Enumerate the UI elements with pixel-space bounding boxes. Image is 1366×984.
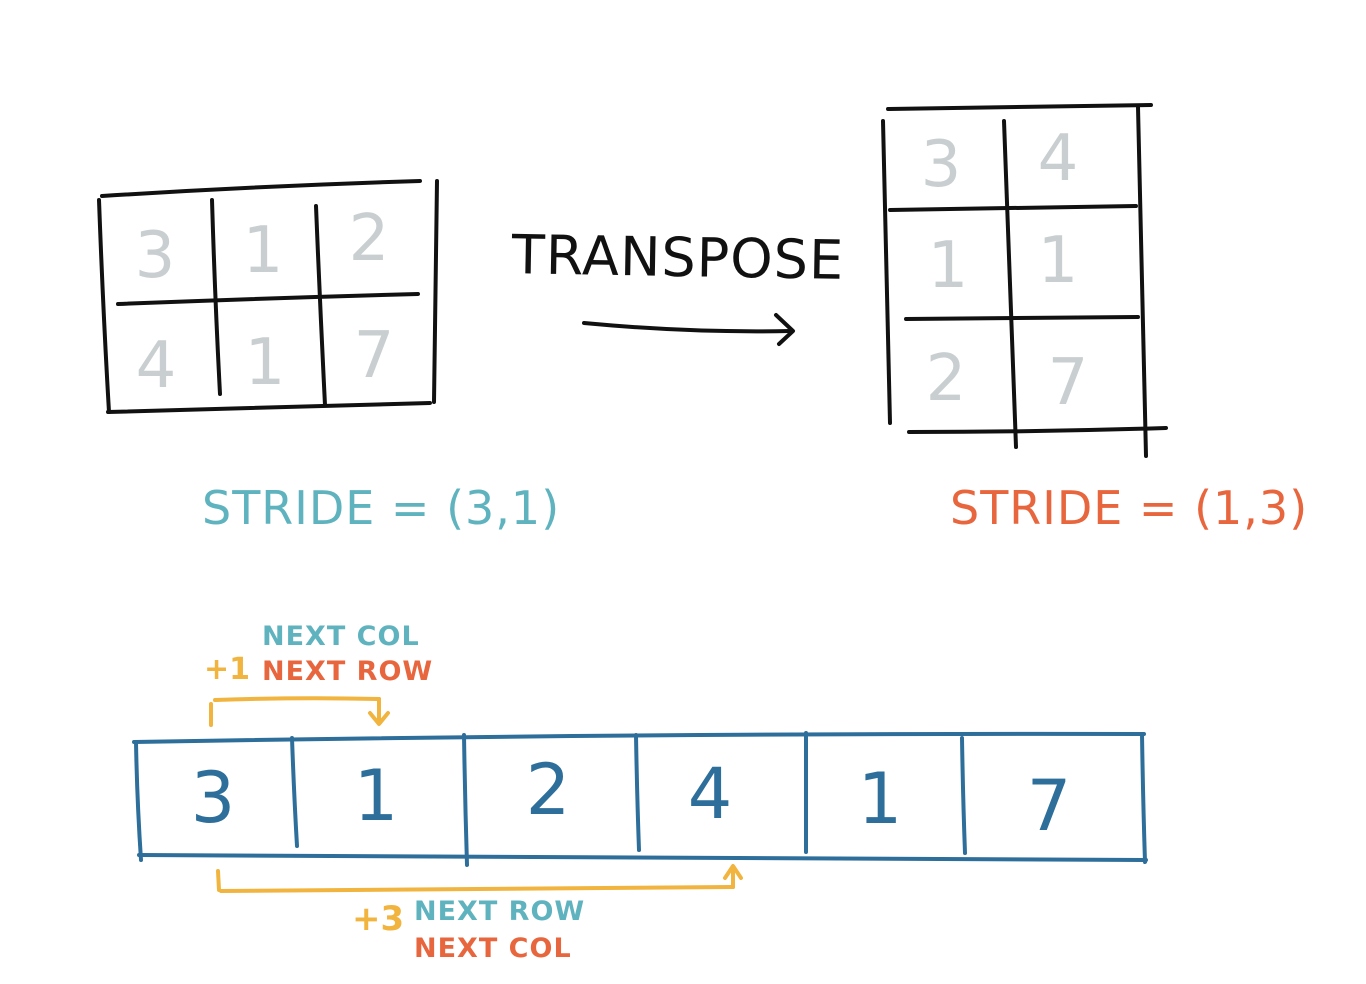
matrix-left-border-right <box>432 179 439 404</box>
bottom-offset-label: +3 <box>352 899 404 939</box>
matrix-left-border-left <box>97 198 111 414</box>
stride-label-transposed: STRIDE = (1,3) <box>950 481 1308 535</box>
transpose-arrow <box>582 313 795 346</box>
memory-cell: 4 <box>688 753 733 835</box>
strip-border-top <box>132 731 1146 744</box>
matrix-cell: 4 <box>1038 122 1079 196</box>
strip-divider <box>462 733 469 867</box>
strip-divider <box>960 736 967 855</box>
strip-divider <box>634 733 641 852</box>
matrix-cell: 2 <box>349 202 390 276</box>
matrix-cell: 3 <box>135 219 176 293</box>
strip-border-bottom <box>137 853 1148 862</box>
matrix-cell: 1 <box>243 214 284 288</box>
matrix-right-row-divider-2 <box>904 315 1140 321</box>
top-offset-label: +1 <box>204 652 250 687</box>
matrix-cell: 7 <box>1048 346 1089 420</box>
matrix-cell: 7 <box>354 319 395 393</box>
matrix-left-col-divider-2 <box>314 204 327 407</box>
strip-border-right <box>1140 732 1147 864</box>
strip-divider <box>290 736 299 848</box>
transposed-matrix-values: 3 4 1 1 2 7 <box>921 122 1089 420</box>
top-annotation-line2: NEXT ROW <box>262 656 433 687</box>
matrix-left-row-divider <box>116 292 420 306</box>
transposed-matrix <box>881 103 1168 458</box>
matrix-left-col-divider-1 <box>210 198 222 396</box>
memory-strip-values: 3 1 2 4 1 7 <box>191 749 1072 847</box>
top-offset-bracket <box>209 696 390 727</box>
memory-cell: 1 <box>354 755 399 837</box>
top-annotation-line1: NEXT COL <box>262 621 420 652</box>
matrix-right-col-divider <box>1002 119 1018 449</box>
matrix-left-border-bottom <box>106 401 432 414</box>
matrix-right-border-bottom <box>907 426 1168 434</box>
matrix-cell: 2 <box>926 342 967 416</box>
original-matrix <box>97 179 439 414</box>
matrix-cell: 3 <box>921 128 962 202</box>
bottom-offset-bracket <box>216 864 743 893</box>
matrix-cell: 1 <box>928 229 969 303</box>
memory-cell: 2 <box>526 749 571 831</box>
bottom-annotation-line2: NEXT COL <box>414 933 572 964</box>
memory-cell: 3 <box>191 757 236 839</box>
matrix-cell: 4 <box>136 329 177 403</box>
bottom-annotation-line1: NEXT ROW <box>414 896 585 927</box>
strip-border-left <box>134 740 143 862</box>
matrix-right-border-left <box>881 119 892 425</box>
memory-cell: 7 <box>1027 765 1072 847</box>
original-matrix-values: 3 1 2 4 1 7 <box>135 202 395 403</box>
memory-cell: 1 <box>858 758 903 840</box>
matrix-right-border-right <box>1136 105 1148 458</box>
transpose-label: TRANSPOSE <box>510 223 844 292</box>
matrix-right-row-divider-1 <box>888 204 1138 212</box>
matrix-right-border-top <box>886 103 1153 111</box>
matrix-cell: 1 <box>1038 224 1079 298</box>
memory-strip <box>132 731 1148 867</box>
matrix-cell: 1 <box>245 326 286 400</box>
stride-label-original: STRIDE = (3,1) <box>202 481 560 535</box>
matrix-left-border-top <box>100 179 422 198</box>
